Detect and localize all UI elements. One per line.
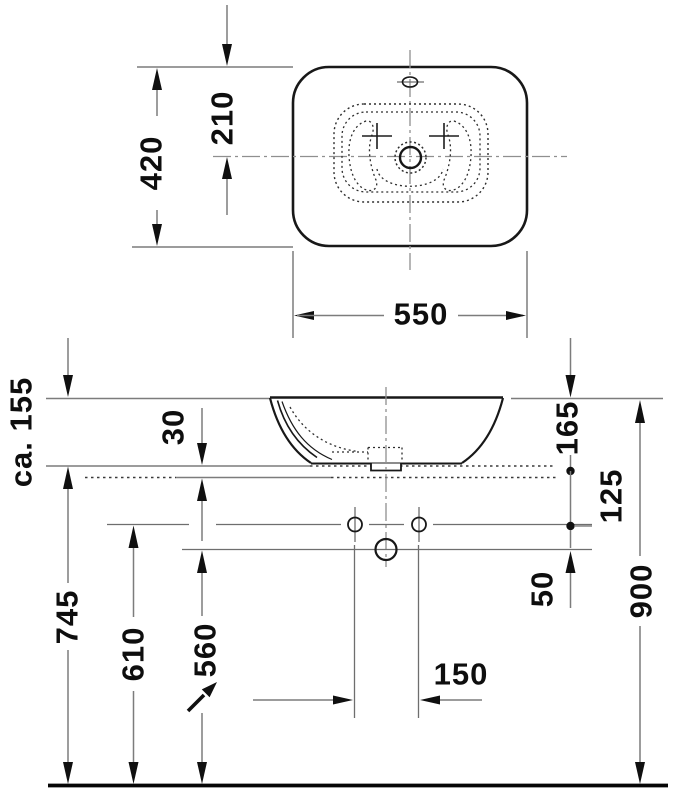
basin-side-left: [268, 397, 312, 464]
arrowhead-745-up: [63, 466, 73, 489]
bowl-contour-left: [348, 120, 378, 192]
dim-label-ca155: ca. 155: [4, 377, 39, 487]
dim-label-745: 745: [50, 590, 85, 645]
dim-label-50: 50: [525, 571, 560, 607]
arrowhead-900-down: [635, 762, 645, 784]
arrowhead-210-up: [222, 157, 232, 179]
bowl-outline-outer-dotted: [333, 103, 489, 203]
outlet-direction-arrow: [186, 682, 217, 713]
dim-label-420: 420: [134, 136, 169, 191]
arrowhead-560-down: [197, 762, 207, 784]
supply-connection-right: [411, 516, 427, 533]
bowl-outline-inner-dotted: [341, 111, 481, 193]
tap-position-cross-right: [429, 123, 459, 149]
arrowhead-30-down: [197, 443, 207, 465]
dim-label-560: 560: [188, 623, 223, 678]
arrowhead-150-right-tip: [333, 695, 353, 705]
drain-hole: [398, 145, 423, 170]
drain-outline-dotted: [394, 141, 427, 174]
arrowhead-745-down: [63, 762, 73, 784]
supply-connection-left: [347, 516, 363, 533]
arrowhead-420-up: [152, 68, 162, 90]
drain-hidden-box: [367, 446, 403, 461]
basin-side-right: [461, 397, 505, 464]
drain-outlet: [374, 537, 398, 562]
arrowhead-150-left-tip: [420, 695, 440, 705]
arrowhead-560-up: [197, 550, 207, 573]
dim-label-30: 30: [156, 409, 191, 445]
dim-label-210: 210: [205, 91, 240, 146]
dim-node-tapline: [566, 521, 575, 531]
bowl-contour-right: [442, 120, 472, 192]
arrowhead-610-down: [128, 762, 139, 784]
arrowhead-550-right: [506, 311, 526, 320]
arrowhead-50-up: [565, 551, 576, 573]
arrowhead-420-down: [152, 224, 162, 246]
bowl-hidden-surface: [289, 406, 359, 453]
arrowhead-900-up: [635, 400, 645, 423]
dim-label-550: 550: [394, 297, 449, 332]
arrowhead-210-down: [222, 44, 232, 66]
arrowhead-610-up: [128, 525, 139, 548]
plan-view: 210 420: [132, 5, 567, 338]
arrowhead-30-up: [197, 478, 207, 501]
tap-position-cross-left: [362, 123, 392, 149]
basin-wall-inner-edge: [276, 400, 318, 459]
bowl-front-contour-arc: [376, 168, 444, 187]
overflow-hole: [401, 76, 419, 88]
arrowhead-ca155-down: [63, 375, 73, 397]
dim-label-150: 150: [434, 657, 489, 692]
arrowhead-165-down: [565, 375, 576, 398]
elevation-view: 150 ca. 155 745 30 560 610: [4, 338, 668, 788]
dim-label-610: 610: [116, 627, 151, 682]
dim-label-165: 165: [550, 401, 585, 456]
dim-label-125: 125: [594, 469, 629, 524]
dim-label-900: 900: [624, 564, 659, 619]
basin-wall-inner-edge2: [281, 401, 333, 461]
